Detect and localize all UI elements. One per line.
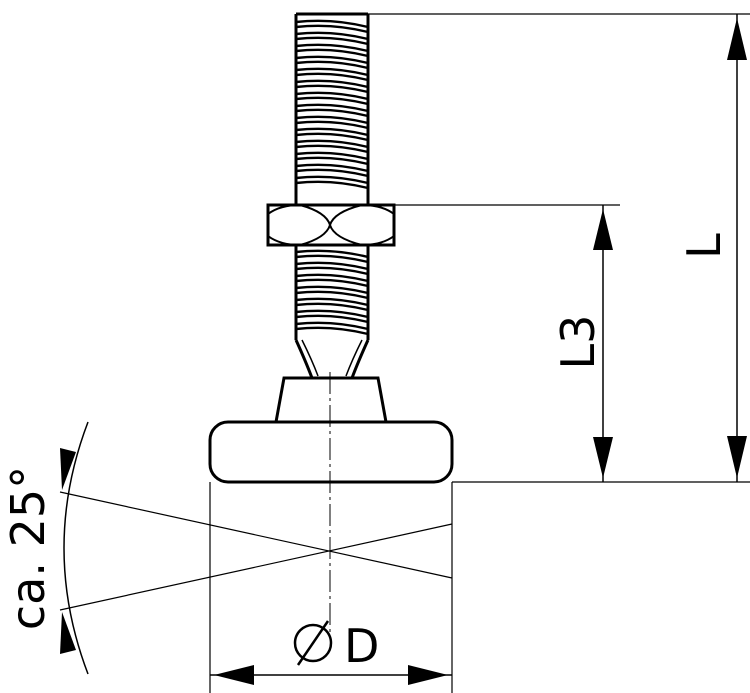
dimension-angle: ca. 25° — [1, 421, 89, 675]
socket-cap — [274, 376, 388, 424]
dimension-l3-label: L3 — [551, 315, 605, 370]
thread-crest — [295, 151, 369, 166]
thread-crest — [295, 115, 369, 130]
thread-crest — [295, 31, 369, 46]
arrow-head-icon — [60, 448, 76, 490]
base-pad — [208, 420, 454, 484]
dimension-l: L — [368, 13, 750, 483]
ball-neck — [294, 339, 370, 380]
thread-crest — [295, 103, 369, 118]
tilt-lines — [59, 491, 453, 611]
thread-pattern-upper — [295, 19, 369, 190]
thread-crest — [295, 249, 369, 264]
thread-crest — [295, 79, 369, 94]
dimension-diameter-label: D — [344, 619, 379, 673]
arrow-head-icon — [593, 209, 613, 250]
thread-crest — [295, 55, 369, 70]
dimension-angle-label: ca. 25° — [1, 466, 55, 630]
diameter-symbol: Ø — [0, 0, 1, 1]
diameter-icon — [293, 620, 333, 666]
thread-crest — [295, 67, 369, 82]
thread-crest — [295, 139, 369, 154]
thread-crest — [295, 175, 369, 190]
thread-crest — [295, 91, 369, 106]
dimension-diameter: Ø D — [0, 0, 453, 693]
dimension-l3: L3 — [394, 204, 620, 482]
arrow-head-icon — [593, 437, 613, 478]
thread-crest — [295, 297, 369, 312]
thread-crest — [295, 285, 369, 300]
thread-crest — [295, 163, 369, 178]
thread-crest — [295, 19, 369, 34]
arrow-head-icon — [214, 665, 254, 685]
arrow-head-icon — [60, 612, 76, 654]
arrow-head-icon — [727, 18, 747, 60]
threaded-stud-upper — [294, 12, 370, 205]
dimension-l-label: L — [677, 233, 731, 259]
arrow-head-icon — [408, 665, 448, 685]
threaded-stud-lower — [294, 245, 370, 340]
hex-nut — [266, 203, 396, 247]
thread-crest — [295, 321, 369, 336]
thread-pattern-lower — [295, 249, 369, 336]
thread-crest — [295, 309, 369, 324]
thread-crest — [295, 261, 369, 276]
thread-crest — [295, 43, 369, 58]
thread-crest — [295, 127, 369, 142]
arrow-head-icon — [727, 436, 747, 478]
thread-crest — [295, 273, 369, 288]
